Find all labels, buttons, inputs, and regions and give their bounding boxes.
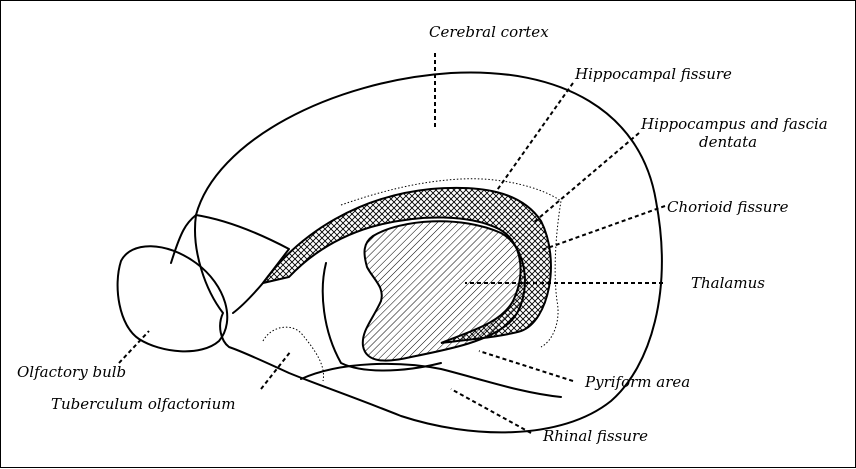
label-hippocampal-fissure: Hippocampal fissure (574, 65, 732, 83)
thalamus-shape (363, 221, 525, 360)
label-pyriform-area: Pyriform area (584, 373, 690, 391)
leader-hippocampal-fissure (495, 83, 573, 193)
label-hippocampus-line2: dentata (699, 133, 757, 151)
leader-chorioid-fissure (539, 206, 665, 251)
frontal-division (196, 215, 289, 313)
label-tuberculum-olfactorium: Tuberculum olfactorium (51, 395, 235, 413)
label-olfactory-bulb: Olfactory bulb (17, 363, 126, 381)
olfactory-bulb-shape (118, 246, 228, 351)
leader-rhinal-fissure (451, 389, 531, 433)
label-thalamus: Thalamus (691, 274, 765, 292)
leader-hippocampus (533, 133, 639, 223)
label-chorioid-fissure: Chorioid fissure (667, 198, 789, 216)
leader-tuberculum (261, 351, 291, 389)
label-cerebral-cortex: Cerebral cortex (429, 23, 549, 41)
label-rhinal-fissure: Rhinal fissure (542, 427, 648, 445)
label-hippocampus-line1: Hippocampus and fascia (640, 115, 828, 133)
leader-pyriform-area (479, 351, 573, 381)
